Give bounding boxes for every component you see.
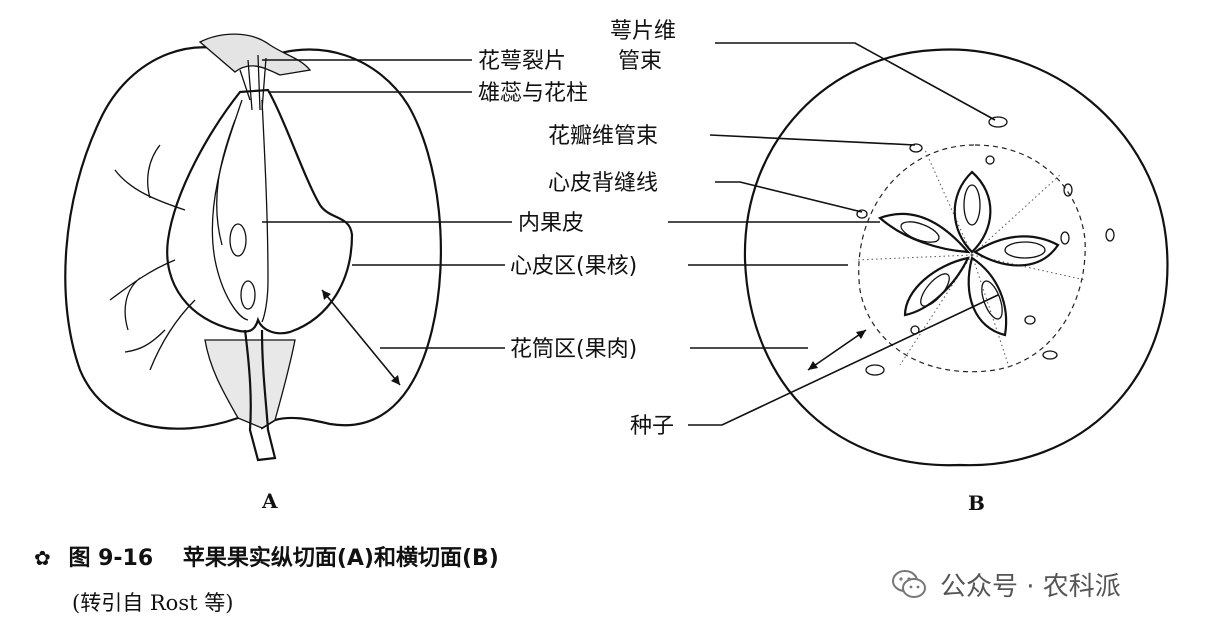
label-sepal-lobe: 花萼裂片 [478, 49, 566, 74]
carpels [877, 170, 1060, 337]
panel-label-a: A [261, 489, 278, 513]
label-carpel-zone: 心皮区(果核) [510, 254, 637, 279]
gear-icon: ✿ [34, 546, 51, 570]
stalk [243, 329, 277, 462]
label-petal-vascular: 花瓣维管束 [548, 124, 658, 149]
figure-source: (转引自 Rost 等) [72, 591, 234, 615]
core-outline [166, 88, 354, 335]
cross-section-drawing [668, 42, 1169, 467]
longitudinal-section-drawing [64, 33, 512, 462]
wechat-icon [892, 570, 926, 598]
figure-caption: ✿ 图 9-16 苹果果实纵切面(A)和横切面(B) [34, 540, 499, 572]
label-endocarp: 内果皮 [518, 211, 584, 236]
label-sepal-vascular-2: 管束 [618, 49, 662, 74]
calyx-region [198, 33, 312, 76]
label-carpel-dorsal-suture: 心皮背缝线 [548, 171, 658, 196]
figure-number: 图 9-16 [68, 546, 154, 571]
figure-title: 苹果果实纵切面(A)和横切面(B) [182, 546, 499, 571]
label-stamen-style: 雄蕊与花柱 [478, 81, 588, 106]
panel-label-b: B [968, 491, 985, 515]
watermark-text: 公众号 · 农科派 [940, 571, 1121, 602]
label-sepal-vascular-1: 萼片维 [610, 19, 676, 44]
core-boundary [858, 144, 1086, 373]
vascular-bundles [856, 116, 1115, 376]
radial-lines [854, 149, 1086, 371]
watermark: 公众号 · 农科派 [890, 565, 1121, 603]
label-hypanthium-zone: 花筒区(果肉) [510, 337, 637, 362]
label-seed: 种子 [630, 414, 674, 439]
fruit-outline-b [743, 48, 1169, 467]
